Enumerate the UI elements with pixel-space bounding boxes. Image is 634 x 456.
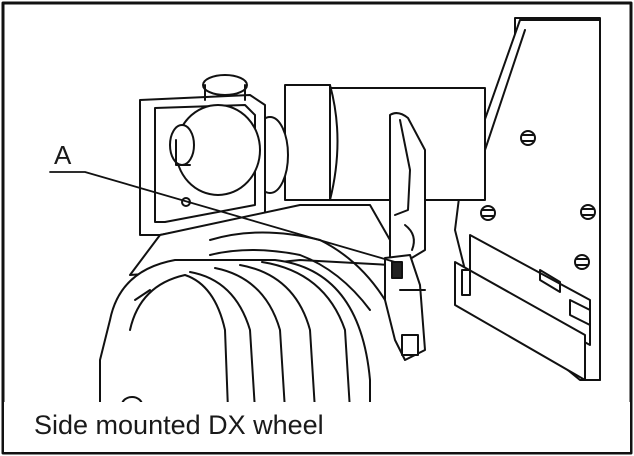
bolt [574,254,590,270]
figure-caption: Side mounted DX wheel [34,410,324,440]
bolt [480,205,496,221]
wheel [99,259,371,414]
bolt [580,204,596,220]
callout-leader-line [49,171,396,263]
mounting-plate [454,17,601,381]
fork-arm [389,112,426,266]
bracket [139,74,266,236]
switch-connector [384,254,426,361]
axle-tube [251,84,486,201]
bolt [520,130,536,146]
callout-label-a: A [54,140,72,170]
